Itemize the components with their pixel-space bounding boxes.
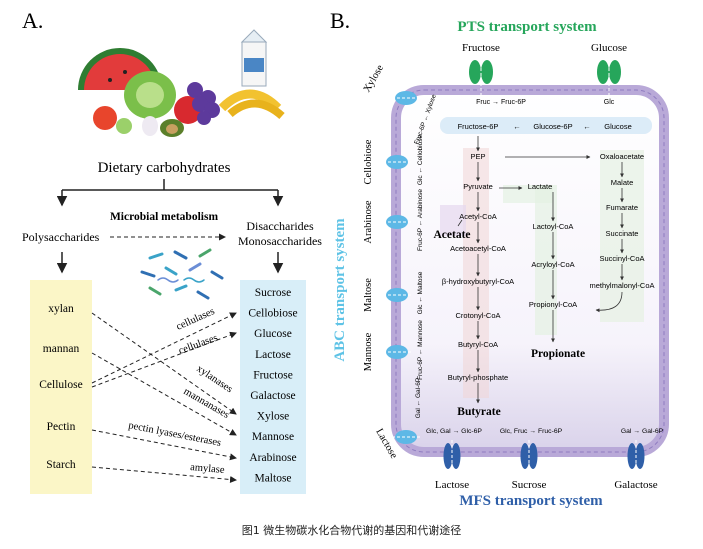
butyrate-pathway-node: Butyryl-CoA [458,340,498,349]
polysaccharides: Polysaccharides [22,230,100,244]
sugar-item: Maltose [254,472,291,484]
enzyme-label: cellulases [175,306,217,333]
succinate-pathway-node: Succinate [606,229,639,238]
sugar-item: Cellobiose [248,308,297,320]
abc-reaction: Gal ← Gal-6P [415,378,422,418]
pts-transporter-glucose [597,58,621,96]
sugar-item: Mannose [252,431,294,443]
product-butyrate: Butyrate [457,406,500,418]
abc-reaction: Glc ← Cellobiose [417,135,424,186]
conn-starch-maltose [91,466,237,483]
mfs-reaction: Gal → Gal-6P [621,428,664,435]
microbial-metabolism: Microbial metabolism [110,211,218,223]
abc-sugar: Mannose [363,332,374,371]
dietary-carbohydrates: Dietary carbohydrates [98,160,231,176]
product-propionate: Propionate [531,348,585,360]
conn-mannan-mannose [91,352,237,436]
sugar-item: Fructose [253,369,293,381]
butyrate-pathway-node: PEP [470,152,485,161]
mfs-transporter: Lactose Glc, Gal → Glc-6P [426,428,482,491]
glycolysis-node: Fructose-6P [458,122,499,131]
abc-transporter: Xylose [362,63,420,105]
enzyme-label: amylase [190,462,226,476]
abc-reaction: Glc ← Maltose [417,271,424,314]
propionate-pathway-node: Lactoyl-CoA [533,222,574,231]
mfs-title: MFS transport system [459,493,603,509]
sugar-item: Arabinose [249,452,296,464]
abc-transporter: Arabinose Fruc-6P ← Arabinose [363,189,424,251]
polysaccharide-item: mannan [43,343,80,355]
product-acetate: Acetate [433,229,470,241]
glycolysis-bar [440,117,652,134]
mfs-reaction: Glc, Gal → Glc-6P [426,428,482,435]
succinate-pathway-node: Succinyl-CoA [599,254,644,263]
abc-reaction: Fruc-6P ← Arabinose [417,189,424,251]
pts-transporter-fructose [469,58,493,96]
butyrate-pathway-node: β-hydroxybutyryl-CoA [442,277,514,286]
panel-b-label: B. [330,8,350,33]
enzyme-label: xylanases [194,363,234,395]
food-illustration [78,29,285,137]
succinate-pathway-node: methylmalonyl-CoA [589,281,654,290]
butyrate-pathway-node: Crotonyl-CoA [455,311,500,320]
conn-pectin-arabinose [91,429,237,461]
sugar-box [240,280,306,494]
butyrate-pathway-node: Acetoacetyl-CoA [450,244,506,253]
mfs-sugar: Sucrose [512,479,547,491]
mfs-transporter: Galactose Gal → Gal-6P [614,428,663,491]
pts-title: PTS transport system [457,19,597,35]
abc-transporter: Cellobiose Glc ← Cellobiose [363,135,424,186]
disaccharides: Disaccharides [246,219,314,233]
abc-sugar: Arabinose [363,200,374,243]
abc-transporter: Mannose Fruc-6P ← Mannose [363,320,424,380]
polysaccharide-box [30,280,92,494]
glycolysis-node: Glucose-6P [533,122,572,131]
butyrate-pathway-node: Butyryl-phosphate [448,373,508,382]
succinate-pathway-node: Oxaloacetate [600,152,644,161]
sugar-fructose: Fructose [462,42,500,54]
mfs-sugar: Lactose [435,479,469,491]
succinate-pathway-node: Malate [611,178,634,187]
monosaccharides: Monosaccharides [238,234,322,248]
sugar-item: Galactose [250,390,295,402]
propionate-pathway-node: Acryloyl-CoA [531,260,574,269]
microbes-illustration [140,248,224,300]
enzyme-label: cellulases [177,333,219,357]
glycolysis-node: ← [513,122,521,131]
sugar-glucose: Glucose [591,42,627,54]
abc-transporter: Maltose Glc ← Maltose [363,271,424,314]
glycolysis-node: ← [583,122,591,131]
conn-cellulose-glucose [91,331,237,388]
succinate-pathway-node: Fumarate [606,203,638,212]
sugar-item: Xylose [257,411,290,423]
polysaccharide-item: Pectin [47,421,76,433]
conn-cellulose-cellobiose [91,312,237,384]
propionate-pathway-node: Lactate [528,182,553,191]
mfs-transporter: Sucrose Glc, Fruc → Fruc-6P [500,428,563,491]
sugar-item: Lactose [255,349,291,361]
reaction-fruc: Fruc → Fruc-6P [476,99,526,106]
polysaccharide-item: xylan [48,303,74,315]
enzyme-label: pectin lyases/esterases [127,420,222,449]
polysaccharide-item: Cellulose [39,379,82,391]
butyrate-pathway-node: Acetyl-CoA [459,212,497,221]
panel-a-label: A. [22,8,43,33]
glycolysis-node: Glucose [604,122,632,131]
reaction-glc: Glc [604,99,615,106]
figure-caption: 图1 微生物碳水化合物代谢的基因和代谢途径 [241,524,462,537]
abc-sugar: Maltose [363,278,374,312]
abc-sugar: Xylose [362,63,387,95]
abc-sugar: Cellobiose [363,139,374,184]
propionate-pathway-node: Propionyl-CoA [529,300,577,309]
polysaccharide-item: Starch [46,459,76,471]
abc-title: ABC transport system [332,218,348,362]
conn-xylan-xylose [91,312,237,415]
mfs-sugar: Galactose [614,479,657,491]
sugar-item: Glucose [254,328,292,340]
mfs-reaction: Glc, Fruc → Fruc-6P [500,428,563,435]
sugar-item: Sucrose [255,287,291,299]
butyrate-pathway-node: Pyruvate [463,182,493,191]
abc-reaction: Fruc-6P ← Mannose [417,320,424,380]
